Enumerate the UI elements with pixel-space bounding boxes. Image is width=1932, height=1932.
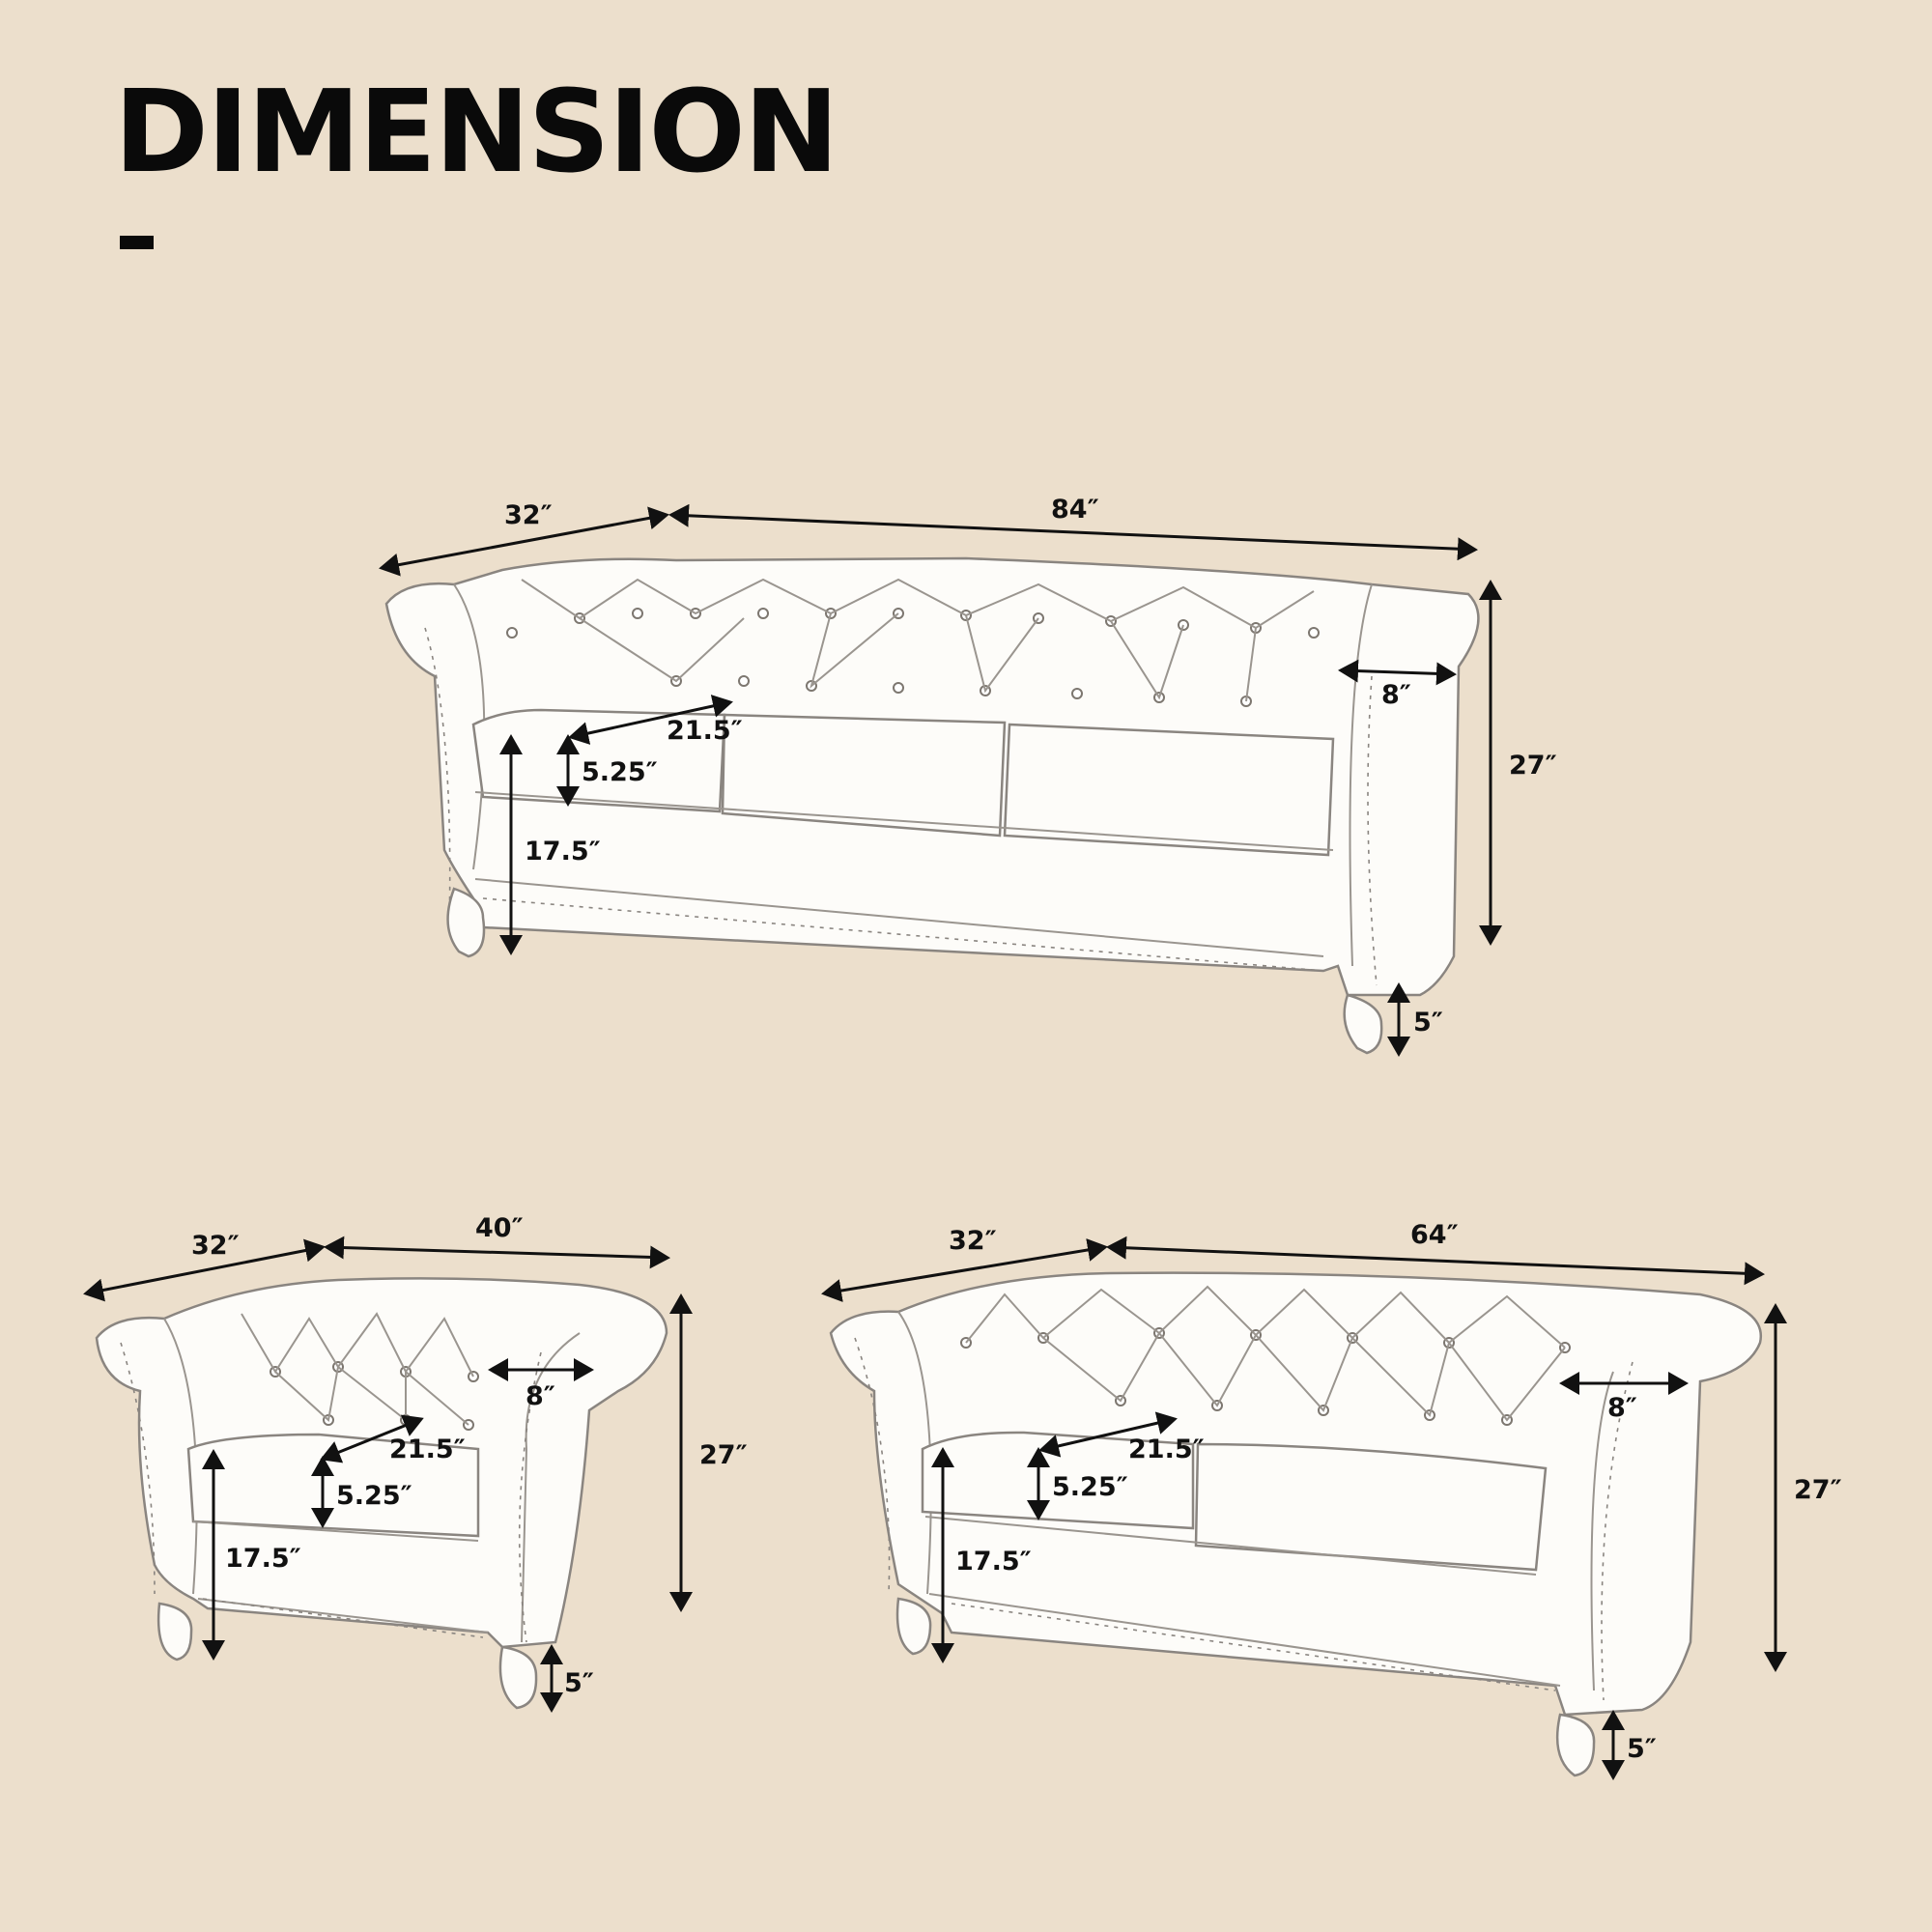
armchair-seat-depth-arrow: [320, 1414, 424, 1463]
armchair-leg-label: 5″: [564, 1668, 594, 1698]
sofa-height-label: 27″: [1509, 751, 1557, 781]
armchair-arm-label: 8″: [526, 1381, 555, 1411]
loveseat-width-arrow: [1106, 1236, 1765, 1286]
sofa-arm-arrow: [1338, 659, 1457, 686]
loveseat-seat-depth-label: 21.5″: [1128, 1435, 1205, 1464]
page-title: DIMENSION: [114, 65, 839, 198]
sofa-seat-depth-label: 21.5″: [667, 716, 743, 746]
sofa-leg-label: 5″: [1413, 1008, 1443, 1037]
loveseat-arm-label: 8″: [1607, 1393, 1637, 1423]
sofa-arm-label: 8″: [1381, 680, 1411, 710]
sofa-dimensions: 32″ 84″ 27″ 8″ 21.5″ 5.25″ 17.5″ 5″: [379, 495, 1557, 1057]
sofa-seat-height-label: 17.5″: [525, 837, 601, 867]
loveseat-leg-label: 5″: [1627, 1734, 1657, 1764]
armchair-depth-label: 32″: [191, 1231, 240, 1261]
loveseat-dimensions: 32″ 64″ 27″ 8″ 21.5″ 5.25″ 17.5″ 5″: [821, 1220, 1842, 1780]
loveseat-seat-depth-arrow: [1038, 1411, 1178, 1458]
armchair-dimensions: 32″ 40″ 27″ 8″ 21.5″ 5.25″ 17.5″ 5″: [83, 1213, 748, 1713]
armchair-depth-arrow: [83, 1238, 326, 1302]
armchair-height-label: 27″: [699, 1440, 748, 1470]
sofa-width-arrow: [668, 503, 1478, 561]
loveseat-depth-arrow: [821, 1238, 1108, 1302]
sofa-cushion-label: 5.25″: [582, 757, 658, 787]
sofa-width-label: 84″: [1051, 495, 1099, 525]
loveseat-width-label: 64″: [1410, 1220, 1459, 1250]
sofa-depth-arrow: [379, 506, 669, 577]
armchair-seat-height-label: 17.5″: [225, 1544, 301, 1574]
sofa-depth-label: 32″: [504, 500, 553, 530]
armchair-width-label: 40″: [475, 1213, 524, 1243]
loveseat-cushion-label: 5.25″: [1052, 1472, 1128, 1502]
sofa-drawing: [384, 556, 1480, 1055]
armchair-cushion-label: 5.25″: [336, 1481, 412, 1511]
armchair-seat-depth-label: 21.5″: [389, 1435, 466, 1464]
sofa-seat-depth-arrow: [568, 695, 733, 745]
armchair-width-arrow: [324, 1236, 670, 1269]
loveseat-drawing: [829, 1271, 1763, 1777]
loveseat-height-label: 27″: [1794, 1475, 1842, 1505]
loveseat-depth-label: 32″: [949, 1226, 997, 1256]
loveseat-seat-height-label: 17.5″: [955, 1547, 1032, 1577]
title-underline: [120, 236, 154, 249]
